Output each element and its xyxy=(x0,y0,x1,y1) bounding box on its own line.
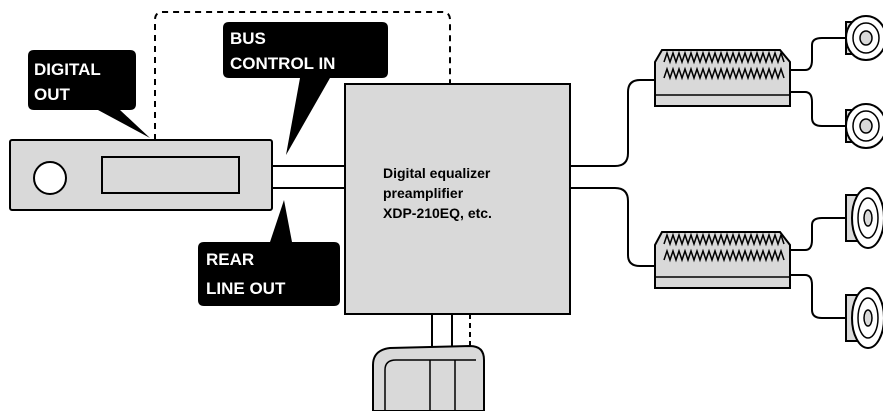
head-unit-cable xyxy=(272,165,345,189)
bus-control-in-line-2: CONTROL IN xyxy=(230,54,335,73)
amp-cables xyxy=(570,79,655,267)
rear-line-out-line-1: REAR xyxy=(206,250,254,269)
head-unit xyxy=(9,139,273,211)
bus-control-dashed-line xyxy=(154,11,451,140)
woofer-lower xyxy=(845,287,883,349)
head-unit-knob xyxy=(33,161,67,195)
amplifier-bottom xyxy=(654,231,791,289)
heatsink-fins xyxy=(663,50,785,65)
woofer-upper xyxy=(845,187,883,249)
callout-digital-out: DIGITAL OUT xyxy=(28,50,150,138)
head-unit-display xyxy=(101,156,240,194)
equalizer-label-line-1: Digital equalizer xyxy=(383,165,491,181)
callout-bus-control-in: BUS CONTROL IN xyxy=(223,22,388,155)
equalizer-label-line-3: XDP-210EQ, etc. xyxy=(383,205,492,221)
rear-line-out-line-2: LINE OUT xyxy=(206,279,286,298)
changer-cable xyxy=(431,314,453,350)
digital-out-line-1: DIGITAL xyxy=(34,60,101,79)
equalizer-box xyxy=(344,83,571,315)
cd-changer xyxy=(372,344,485,411)
amplifier-top xyxy=(654,49,791,107)
bus-control-in-line-1: BUS xyxy=(230,29,266,48)
equalizer-label-line-2: preamplifier xyxy=(383,185,464,201)
tweeter-top xyxy=(845,15,883,61)
callout-rear-line-out: REAR LINE OUT xyxy=(198,200,340,306)
digital-out-line-2: OUT xyxy=(34,85,71,104)
speaker-cables xyxy=(790,37,846,319)
tweeter-middle xyxy=(845,103,883,149)
